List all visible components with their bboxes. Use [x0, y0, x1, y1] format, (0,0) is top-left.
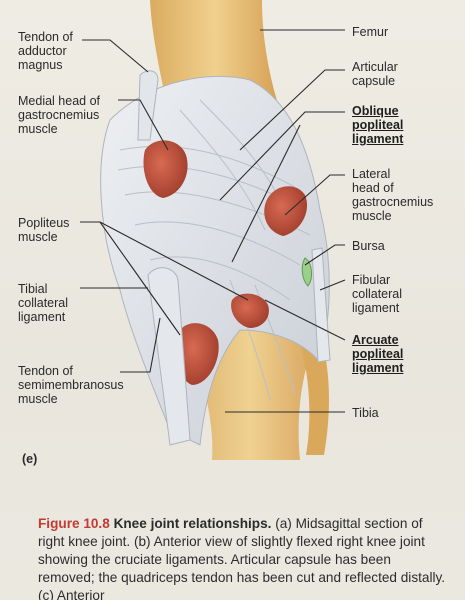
semimembranosus-shape	[176, 323, 219, 385]
medial-gastrocnemius-shape	[143, 140, 188, 198]
bursa-shape	[301, 257, 313, 287]
label-medial-head-gastrocnemius: Medial head of gastrocnemius muscle	[18, 94, 101, 136]
label-tendon-adductor-magnus: Tendon of adductor magnus	[18, 30, 73, 72]
figure-caption: Figure 10.8 Knee joint relationships. (a…	[38, 515, 448, 600]
caption-figure-number: Figure 10.8	[38, 516, 110, 531]
label-femur: Femur	[352, 25, 389, 39]
label-tendon-semimembranosus: Tendon of semimembranosus muscle	[18, 364, 124, 406]
label-fibular-collateral-ligament: Fibular collateral ligament	[352, 273, 403, 315]
caption-title: Knee joint relationships.	[113, 516, 272, 531]
label-arcuate-popliteal-ligament: Arcuate popliteal ligament	[352, 333, 404, 375]
lateral-gastrocnemius-shape	[264, 186, 308, 236]
label-tibial-collateral-ligament: Tibial collateral ligament	[18, 282, 69, 324]
label-popliteus-muscle: Popliteus muscle	[18, 216, 70, 244]
panel-letter: (e)	[22, 452, 38, 466]
fibula-bone	[300, 340, 329, 455]
knee-illustration	[80, 0, 346, 460]
popliteus-shape	[231, 293, 269, 328]
label-bursa: Bursa	[352, 239, 385, 253]
leader-lines	[80, 29, 346, 413]
caption-text: (a) Midsagittal section of right knee jo…	[38, 516, 446, 600]
label-tibia: Tibia	[352, 406, 379, 420]
label-lateral-head-gastrocnemius: Lateral head of gastrocnemius muscle	[352, 167, 434, 223]
fibular-collateral-shape	[311, 247, 331, 363]
label-oblique-popliteal-ligament: Oblique popliteal ligament	[352, 104, 404, 146]
tibial-collateral-shape	[147, 267, 191, 446]
label-articular-capsule: Articular capsule	[352, 60, 398, 88]
adductor-tendon-shape	[137, 70, 159, 141]
